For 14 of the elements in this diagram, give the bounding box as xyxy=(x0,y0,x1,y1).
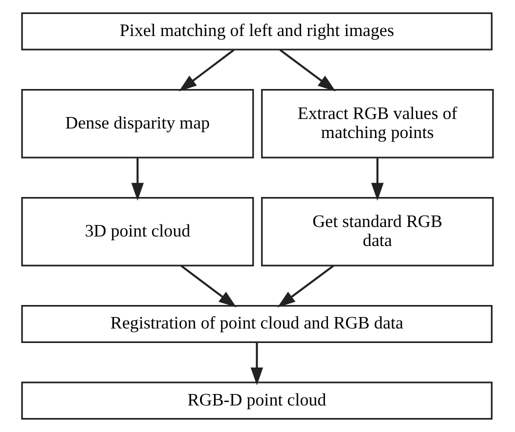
node-box: Dense disparity map xyxy=(21,88,254,158)
node-box: 3D point cloud xyxy=(21,196,254,266)
node-box: Get standard RGB data xyxy=(261,196,494,266)
arrow xyxy=(371,158,384,201)
arrow xyxy=(180,264,237,308)
arrow xyxy=(250,342,264,386)
arrow xyxy=(280,49,336,92)
node-box: Registration of point cloud and RGB data xyxy=(21,304,493,344)
node-box: RGB-D point cloud xyxy=(21,382,493,420)
arrow xyxy=(277,264,334,308)
node-box: Pixel matching of left and right images xyxy=(21,12,493,50)
arrow xyxy=(131,158,144,201)
arrow xyxy=(178,49,234,92)
node-box: Extract RGB values of matching points xyxy=(261,88,494,158)
